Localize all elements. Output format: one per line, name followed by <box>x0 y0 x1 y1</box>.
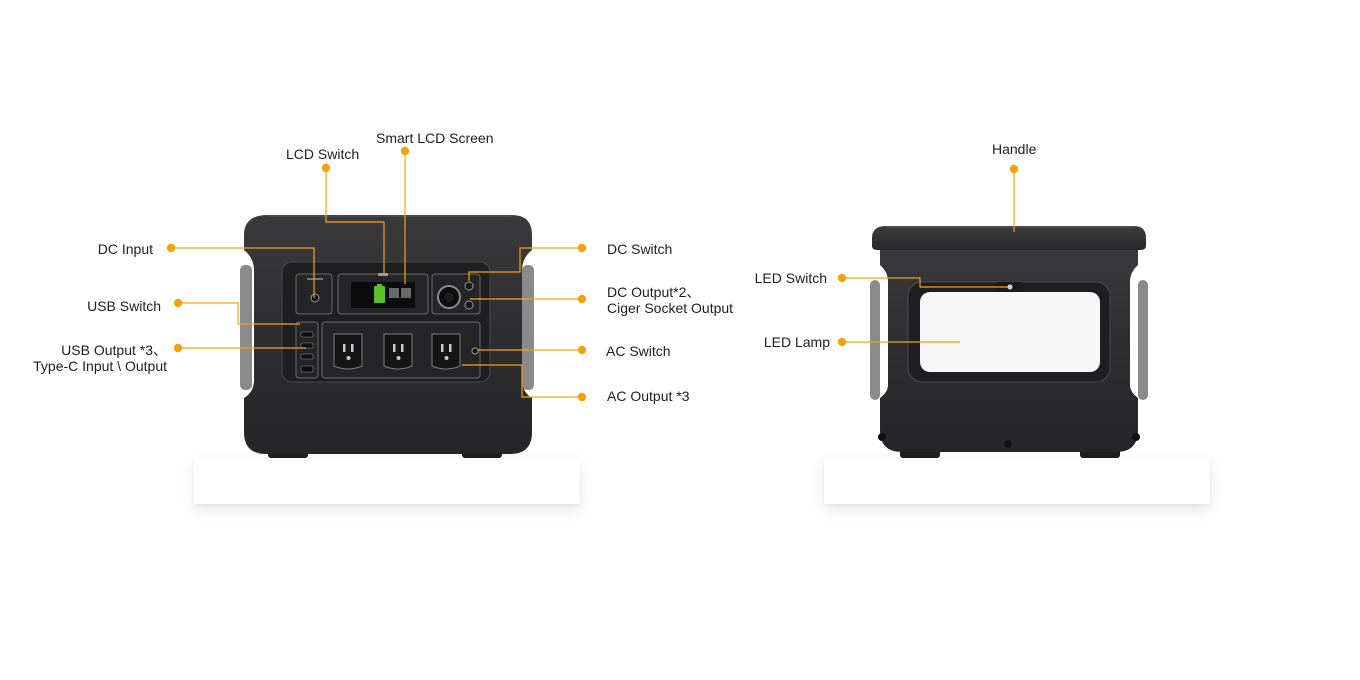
label-led-switch: LED Switch <box>754 270 827 286</box>
front-pedestal <box>194 458 580 504</box>
callout-dot-dc-switch <box>577 243 587 253</box>
callout-dot-usb-output <box>173 343 183 353</box>
callout-dot-usb-switch <box>173 298 183 308</box>
back-device <box>870 226 1148 458</box>
label-dc-output-line1: DC Output*2、 <box>607 284 701 300</box>
label-handle: Handle <box>992 141 1037 157</box>
label-led-lamp: LED Lamp <box>763 334 830 350</box>
callout-dot-smart-lcd-screen <box>400 146 410 156</box>
back-pedestal <box>824 458 1210 504</box>
label-lcd-switch: LCD Switch <box>286 146 360 162</box>
callout-line-usb-switch <box>178 302 300 325</box>
callout-dot-ac-output <box>577 392 587 402</box>
label-usb-switch: USB Switch <box>87 298 161 314</box>
label-smart-lcd-screen: Smart LCD Screen <box>376 130 494 146</box>
label-usb-output-line2: Type-C Input \ Output <box>33 358 167 374</box>
label-dc-output-line2: Ciger Socket Output <box>607 300 734 316</box>
callout-dot-ac-switch <box>577 345 587 355</box>
callout-dot-dc-input <box>166 243 176 253</box>
label-ac-output: AC Output *3 <box>607 388 690 404</box>
front-device <box>240 215 534 458</box>
callout-dot-lcd-switch <box>321 163 331 173</box>
label-dc-input: DC Input <box>97 241 153 257</box>
callout-dot-led-switch <box>837 273 847 283</box>
callout-line-lcd-switch <box>325 168 385 274</box>
callout-line-led-switch <box>842 277 1008 288</box>
callout-dot-handle <box>1009 164 1019 174</box>
label-ac-switch: AC Switch <box>606 343 671 359</box>
callout-line-dc-switch <box>468 247 582 281</box>
callout-line-ac-output <box>462 364 582 398</box>
callout-line-dc-input <box>172 247 315 298</box>
label-usb-output-line1: USB Output *3、 <box>61 342 167 358</box>
label-dc-switch: DC Switch <box>607 241 673 257</box>
callout-dot-led-lamp <box>837 337 847 347</box>
callout-dot-dc-output <box>577 294 587 304</box>
